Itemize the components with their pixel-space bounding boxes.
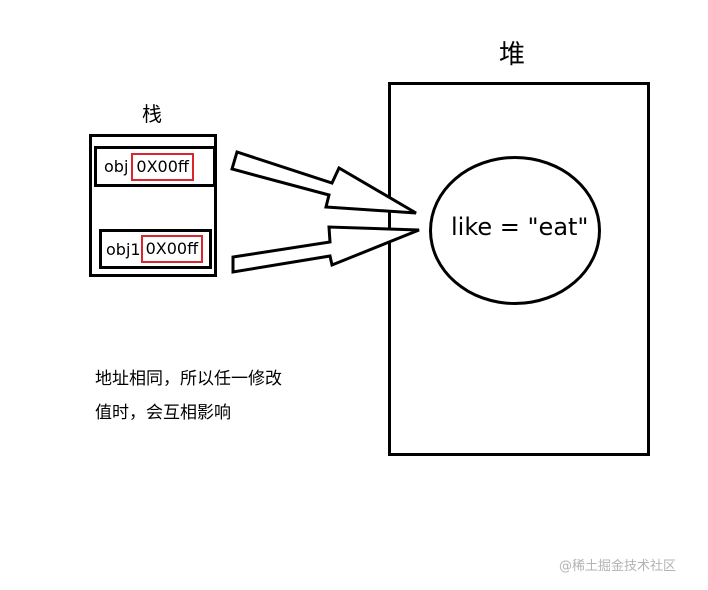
stack-variable-obj1: obj1 0X00ff (99, 229, 212, 269)
variable-name: obj (104, 157, 129, 176)
heap-object-ellipse (429, 156, 601, 305)
stack-variable-obj: obj 0X00ff (94, 146, 216, 187)
stack-title: 栈 (142, 102, 162, 126)
stack-frame (89, 134, 217, 277)
heap-area (388, 82, 650, 456)
heap-object-text: like = "eat" (451, 213, 589, 241)
arrow-obj1-to-heap (231, 225, 420, 274)
heap-title: 堆 (499, 40, 526, 70)
address-value: 0X00ff (140, 235, 204, 263)
arrow-obj-to-heap (230, 150, 417, 215)
address-value: 0X00ff (131, 152, 194, 181)
watermark: @稀土掘金技术社区 (559, 559, 677, 574)
variable-name: obj1 (106, 239, 141, 259)
note-text: 地址相同，所以任一修改值时，会互相影响 (95, 369, 282, 423)
